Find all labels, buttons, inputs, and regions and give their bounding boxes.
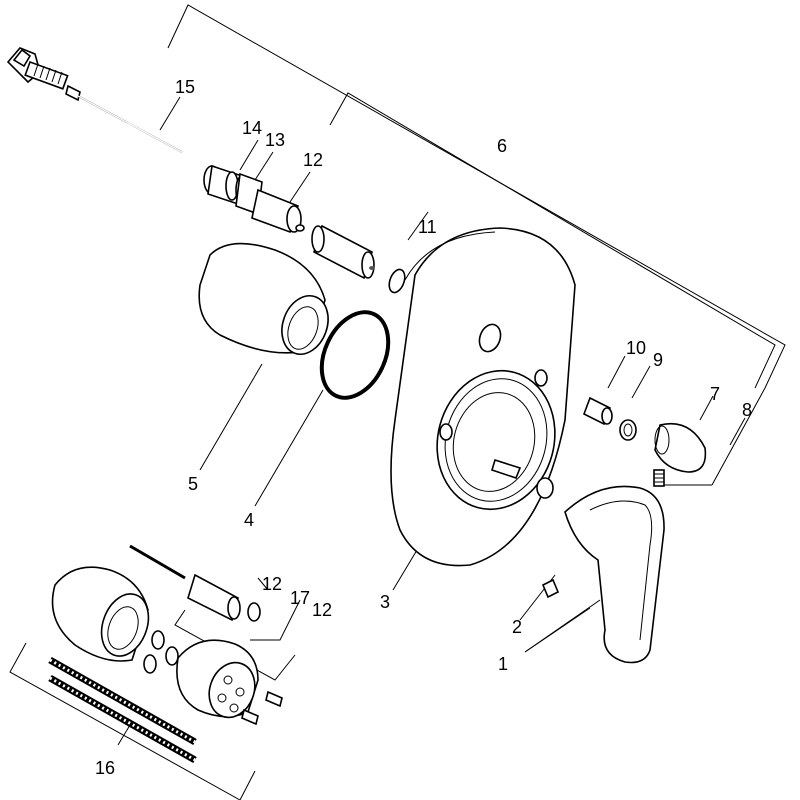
label-7: 7	[710, 384, 720, 404]
label-9: 9	[653, 350, 663, 370]
part-12-top-cylinder	[311, 224, 375, 280]
label-16: 16	[95, 758, 115, 778]
part-15-spindle	[6, 47, 183, 153]
part-8-grub-screw	[653, 469, 665, 487]
part-5-cover	[198, 242, 329, 355]
part-lower-pins	[241, 690, 283, 726]
part-7-cap	[654, 423, 707, 473]
label-12-lower: 12	[312, 600, 332, 620]
part-clip-lower	[536, 477, 554, 499]
part-lower-cap	[51, 566, 150, 662]
label-12-lower-right: 12	[262, 574, 282, 594]
part-9-clip	[619, 419, 637, 441]
label-13: 13	[265, 130, 285, 150]
label-14: 14	[242, 118, 262, 138]
part-lower-spindle	[129, 544, 241, 622]
part-10-pin	[582, 396, 613, 426]
label-5: 5	[188, 474, 198, 494]
label-4: 4	[244, 510, 254, 530]
part-11-small-oring	[388, 268, 406, 294]
part-lower-orings	[143, 602, 261, 674]
label-17: 17	[290, 588, 310, 608]
part-number-labels: 1 2 3 4 5 6 7 8 9 10 11 12 12 12 13 14 1…	[95, 77, 752, 778]
label-12-top: 12	[303, 150, 323, 170]
label-15: 15	[175, 77, 195, 97]
label-3: 3	[380, 592, 390, 612]
label-10: 10	[626, 338, 646, 358]
label-6: 6	[497, 136, 507, 156]
label-2: 2	[512, 617, 522, 637]
label-11: 11	[418, 217, 437, 237]
part-17-lower-body	[176, 639, 259, 719]
part-13-14-cartridge	[203, 164, 305, 234]
label-8: 8	[742, 400, 752, 420]
part-2-set-screw	[541, 578, 560, 599]
part-16-threaded-rods	[48, 656, 197, 764]
part-3-escutcheon-plate	[390, 227, 576, 567]
part-4-large-oring	[319, 310, 391, 400]
group-bracket-lines	[9, 4, 786, 800]
part-1-lever-handle	[564, 485, 665, 664]
label-1: 1	[498, 654, 508, 674]
